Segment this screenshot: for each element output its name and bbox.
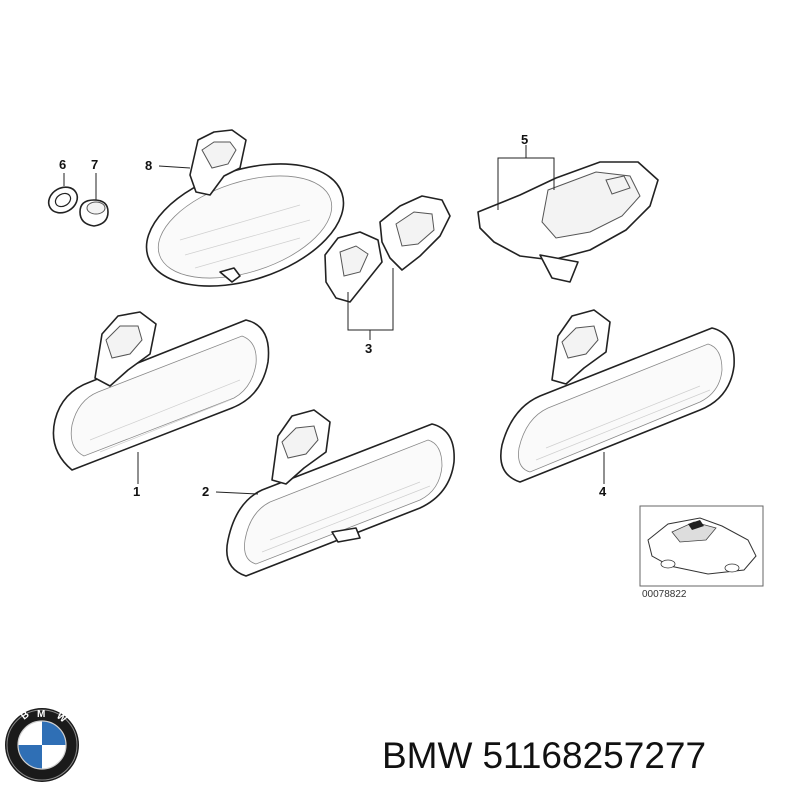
part-number: 51168257277 xyxy=(482,735,707,776)
callout-1: 1 xyxy=(133,484,140,499)
car-icon xyxy=(647,517,757,575)
callout-2: 2 xyxy=(202,484,209,499)
leader-lines xyxy=(63,145,605,495)
bmw-logo: B M W xyxy=(5,708,79,782)
part-8-oval-mirror xyxy=(145,129,345,287)
inset-reference-code: 00078822 xyxy=(642,589,687,600)
part-1-mirror xyxy=(52,311,270,471)
part-6-ring xyxy=(47,186,79,214)
callout-3: 3 xyxy=(365,341,372,356)
svg-text:M: M xyxy=(37,709,45,720)
part-2-mirror xyxy=(226,409,455,577)
callout-6: 6 xyxy=(59,157,66,172)
callout-7: 7 xyxy=(91,157,98,172)
part-7-cap xyxy=(79,199,109,227)
callout-8: 8 xyxy=(145,158,152,173)
brand-name: BMW xyxy=(382,735,473,776)
part-4-mirror xyxy=(500,309,735,483)
part-3-bracket xyxy=(324,195,451,303)
callout-4: 4 xyxy=(599,484,607,499)
callout-5: 5 xyxy=(521,132,528,147)
inset-car-location xyxy=(639,505,764,587)
part-5-cover xyxy=(477,161,659,283)
